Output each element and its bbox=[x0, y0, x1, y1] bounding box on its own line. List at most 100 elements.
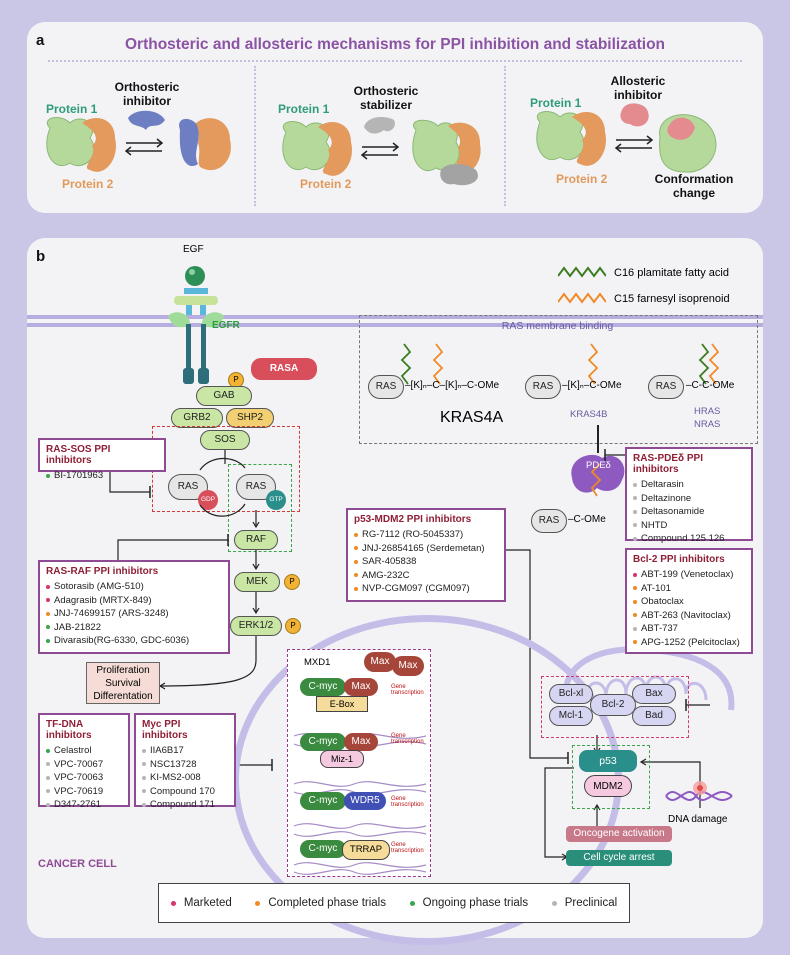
p-badge-mek: P bbox=[284, 574, 300, 590]
inhibitor-name: RG-7112 (RO-5045337) bbox=[362, 529, 464, 540]
inhibitor-item: VPC-70067 bbox=[46, 758, 122, 772]
gene-transcription-2: Gene transcription bbox=[391, 733, 424, 745]
inhibitor-name: APG-1252 (Pelcitoclax) bbox=[641, 636, 740, 648]
nras-label: NRAS bbox=[694, 419, 721, 430]
status-dot bbox=[142, 789, 146, 794]
inhibitor-item: Compound 125 126 bbox=[633, 532, 745, 546]
orthosteric-inhibitor-label: Orthosteric inhibitor bbox=[114, 80, 180, 108]
inhibitor-name: Celastrol bbox=[54, 745, 92, 756]
allosteric-inhibitor-label: Allosteric inhibitor bbox=[610, 74, 666, 102]
status-dot bbox=[46, 775, 50, 780]
bax-node: Bax bbox=[632, 684, 676, 704]
inhibitor-name: Deltarasin bbox=[641, 479, 684, 490]
grb2-node: GRB2 bbox=[171, 408, 223, 428]
inhibitor-item: JAB-21822 bbox=[46, 621, 222, 635]
ras-lipid-drawings bbox=[400, 343, 720, 385]
c16-legend-label: C16 plamitate fatty acid bbox=[614, 267, 729, 279]
kras4b-label: KRAS4B bbox=[570, 409, 608, 420]
inhibitor-item: ABT-199 (Venetoclax) bbox=[633, 568, 745, 582]
status-dot bbox=[633, 509, 637, 514]
inhibitor-name: Sotorasib (AMG-510) bbox=[54, 581, 144, 592]
legend-ongoing: Ongoing phase trials bbox=[409, 897, 528, 909]
status-dot bbox=[142, 775, 146, 780]
status-dot bbox=[46, 638, 50, 643]
cmyc-node-2: C-myc bbox=[300, 733, 346, 751]
inhibitor-item: RG-7112 (RO-5045337) bbox=[354, 528, 498, 542]
status-dot bbox=[46, 598, 50, 603]
inhibitor-name: VPC-70067 bbox=[54, 758, 104, 770]
inhibitor-item: Compound 171 bbox=[142, 798, 228, 812]
myc-title: Myc PPI inhibitors bbox=[142, 719, 188, 741]
dna-damage-icon bbox=[665, 781, 733, 802]
p-badge-erk: P bbox=[285, 618, 301, 634]
mdm2-node: MDM2 bbox=[584, 775, 632, 797]
inhibitor-item: JNJ-74699157 (ARS-3248) bbox=[46, 607, 222, 621]
gene-transcription-1: Gene transcription bbox=[391, 684, 424, 696]
bcl2-node: Bcl-2 bbox=[590, 694, 636, 716]
cell-cycle-node: Cell cycle arrest bbox=[566, 850, 672, 866]
inhibitor-name: NHTD bbox=[641, 519, 668, 531]
status-dot bbox=[46, 762, 50, 767]
ras-gtp-box bbox=[228, 464, 292, 552]
ras-pde: RAS bbox=[531, 509, 567, 533]
mek-node: MEK bbox=[234, 572, 280, 592]
inhibitor-item: AMG-232C bbox=[354, 569, 498, 583]
ras-kras4a: RAS bbox=[368, 375, 404, 399]
status-dot bbox=[46, 625, 50, 630]
inhibitor-name: AT-101 bbox=[641, 582, 671, 594]
marketed-dot bbox=[170, 900, 176, 906]
status-dot bbox=[354, 532, 358, 537]
max-node-1: Max bbox=[344, 678, 378, 696]
ras-membrane-box bbox=[359, 315, 758, 444]
bcl2-title: Bcl-2 PPI inhibitors bbox=[633, 554, 725, 565]
status-dot bbox=[354, 559, 358, 564]
inhibitor-item: AT-101 bbox=[633, 582, 745, 596]
egf-label: EGF bbox=[183, 244, 204, 255]
bclxl-node: Bcl-xl bbox=[549, 684, 593, 704]
inhibitor-name: AMG-232C bbox=[362, 569, 410, 581]
cmyc-node-1: C-myc bbox=[300, 678, 346, 696]
trrap-node: TRRAP bbox=[342, 840, 390, 860]
protein1-label: Protein 1 bbox=[46, 102, 98, 116]
gene-transcription-3: Gene transcription bbox=[391, 796, 424, 808]
inhibitor-name: KI-MS2-008 bbox=[150, 772, 201, 783]
inhibitor-item: VPC-70619 bbox=[46, 785, 122, 799]
status-dot bbox=[633, 536, 637, 541]
inhibitor-name: Compound 171 bbox=[150, 799, 215, 810]
status-dot bbox=[633, 626, 637, 631]
ras-pde-formula: –C-OMe bbox=[568, 514, 606, 525]
inhibitor-name: Deltasonamide bbox=[641, 506, 705, 517]
inhibitor-name: Divarasib(RG-6330, GDC-6036) bbox=[54, 635, 190, 646]
status-dot bbox=[633, 572, 637, 577]
inhibitor-name: JNJ-74699157 (ARS-3248) bbox=[54, 608, 169, 619]
status-dot bbox=[354, 546, 358, 551]
protein2-label-2: Protein 2 bbox=[300, 177, 352, 191]
p53-node: p53 bbox=[579, 750, 637, 772]
inhibitor-name: VPC-70619 bbox=[54, 785, 104, 797]
ras-pde-title: RAS-PDEδ PPI inhibitors bbox=[633, 453, 703, 475]
gdp-badge: GDP bbox=[198, 490, 218, 510]
ebox-node: E-Box bbox=[316, 696, 368, 712]
cancer-cell-label: CANCER CELL bbox=[38, 858, 117, 870]
protein1-label-2: Protein 1 bbox=[278, 102, 330, 116]
shp2-node: SHP2 bbox=[226, 408, 274, 428]
ras-gdp-node: RAS bbox=[168, 474, 208, 500]
wdr5-node: WDR5 bbox=[344, 792, 386, 810]
inhibitor-item: SAR-405838 bbox=[354, 555, 498, 569]
status-dot bbox=[46, 748, 50, 753]
inhibitor-item: Deltarasin bbox=[633, 478, 745, 492]
inhibitor-name: Deltazinone bbox=[641, 492, 692, 504]
orthosteric-stabilizer-label: Orthosteric stabilizer bbox=[353, 84, 419, 112]
ongoing-dot bbox=[409, 900, 415, 906]
protein2-label-3: Protein 2 bbox=[556, 172, 608, 186]
cell-membrane-inner bbox=[27, 323, 763, 327]
status-dot bbox=[633, 482, 637, 487]
ras-hras: RAS bbox=[648, 375, 684, 399]
gene-transcription-4: Gene transcription bbox=[391, 842, 424, 854]
cmyc-node-4: C-myc bbox=[300, 840, 346, 858]
allosteric-inhibitor-illustration bbox=[536, 103, 717, 173]
status-dot bbox=[633, 599, 637, 604]
cmyc-node-3: C-myc bbox=[300, 792, 346, 810]
miz1-node: Miz-1 bbox=[320, 750, 364, 768]
inhibitor-item: Deltazinone bbox=[633, 492, 745, 506]
